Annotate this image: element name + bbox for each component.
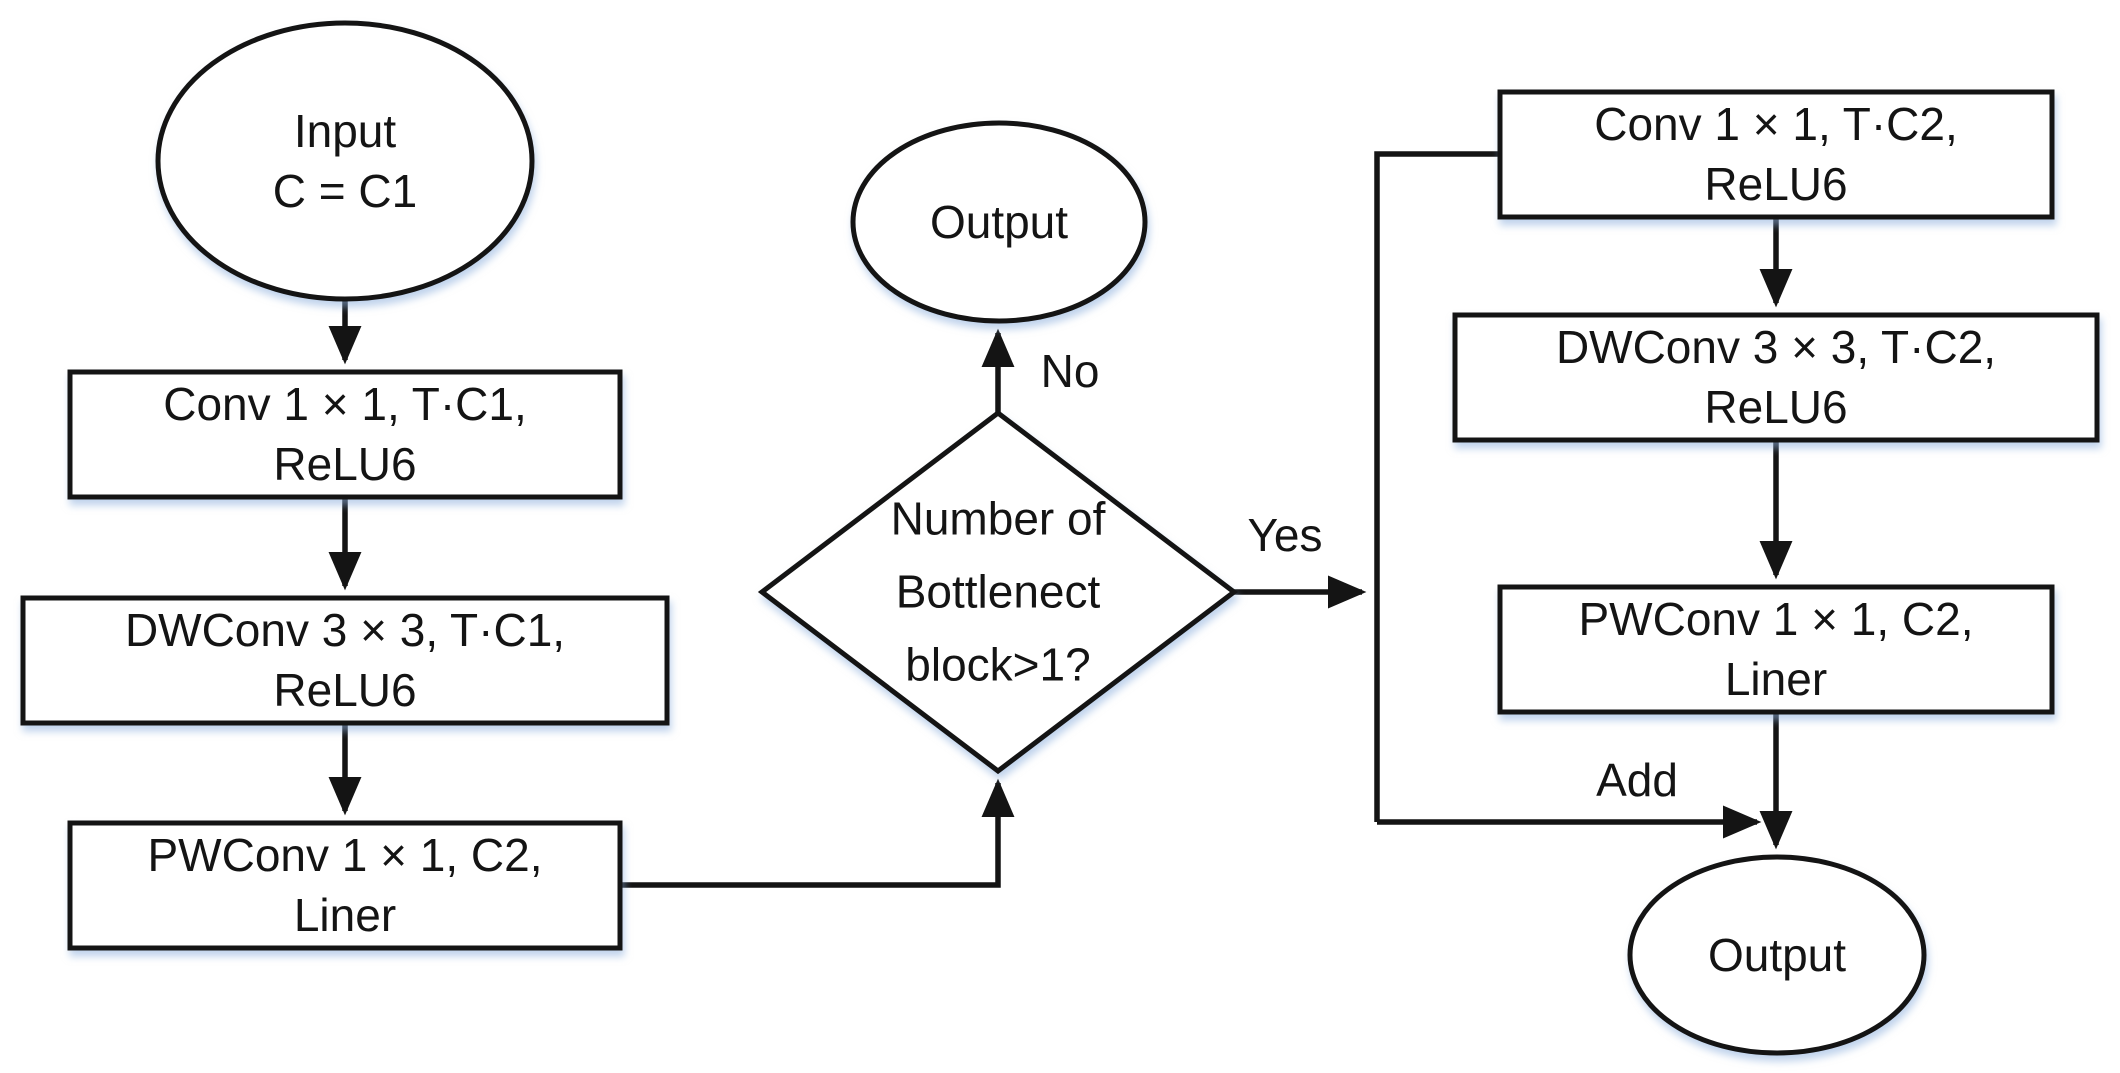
input-label-line1: Input bbox=[293, 105, 397, 157]
pwconv-left-label: PWConv 1 × 1, C2, Liner bbox=[148, 825, 543, 945]
no-edge-label: No bbox=[1040, 345, 1100, 397]
edge-yes-branch-and-skip bbox=[1374, 151, 1500, 822]
conv-right-line1: Conv 1 × 1, T·C2, bbox=[1594, 98, 1958, 150]
pwconv-right-line1: PWConv 1 × 1, C2, bbox=[1578, 593, 1974, 645]
decision-line1: Number of bbox=[890, 492, 1106, 545]
add-edge-label: Add bbox=[1596, 754, 1678, 806]
dwconv-left-line2: ReLU6 bbox=[273, 664, 417, 716]
edge-pwconv-left-to-decision bbox=[620, 778, 1015, 888]
output-yes-ellipse bbox=[1627, 854, 1927, 1056]
dwconv-left-line1: DWConv 3 × 3, T·C1, bbox=[124, 604, 566, 656]
pwconv-left-line2: Liner bbox=[293, 889, 397, 941]
conv-left-line1: Conv 1 × 1, T·C1, bbox=[163, 378, 527, 430]
dwconv-left-box bbox=[20, 595, 670, 726]
pwconv-right-box bbox=[1497, 584, 2055, 715]
dwconv-right-line2: ReLU6 bbox=[1704, 381, 1848, 433]
conv-left-label: Conv 1 × 1, T·C1, ReLU6 bbox=[163, 374, 527, 494]
output-no-label: Output bbox=[929, 196, 1069, 248]
input-label-line2: C = C1 bbox=[272, 165, 418, 217]
pwconv-right-label: PWConv 1 × 1, C2, Liner bbox=[1579, 589, 1974, 709]
conv-right-line2: ReLU6 bbox=[1704, 158, 1848, 210]
output-no-ellipse bbox=[850, 120, 1148, 324]
dwconv-left-label: DWConv 3 × 3, T·C1, ReLU6 bbox=[125, 600, 565, 720]
yes-edge-label: Yes bbox=[1247, 509, 1323, 561]
decision-label: Number of Bottlenect block>1? bbox=[891, 483, 1106, 702]
dwconv-right-label: DWConv 3 × 3, T·C2, ReLU6 bbox=[1556, 317, 1996, 437]
decision-diamond bbox=[757, 409, 1239, 775]
conv-right-box bbox=[1497, 89, 2055, 220]
pwconv-left-box bbox=[67, 820, 623, 951]
conv-right-label: Conv 1 × 1, T·C2, ReLU6 bbox=[1594, 94, 1958, 214]
dwconv-right-box bbox=[1452, 312, 2100, 443]
decision-line2: Bottlenect bbox=[895, 565, 1101, 618]
pwconv-left-line1: PWConv 1 × 1, C2, bbox=[147, 829, 543, 881]
input-label: Input C = C1 bbox=[273, 101, 417, 221]
decision-line3: block>1? bbox=[905, 638, 1091, 691]
conv-left-box bbox=[67, 369, 623, 500]
conv-left-line2: ReLU6 bbox=[273, 438, 417, 490]
output-yes-label: Output bbox=[1707, 929, 1847, 981]
dwconv-right-line1: DWConv 3 × 3, T·C2, bbox=[1555, 321, 1997, 373]
pwconv-right-line2: Liner bbox=[1724, 653, 1828, 705]
input-ellipse bbox=[155, 20, 535, 302]
